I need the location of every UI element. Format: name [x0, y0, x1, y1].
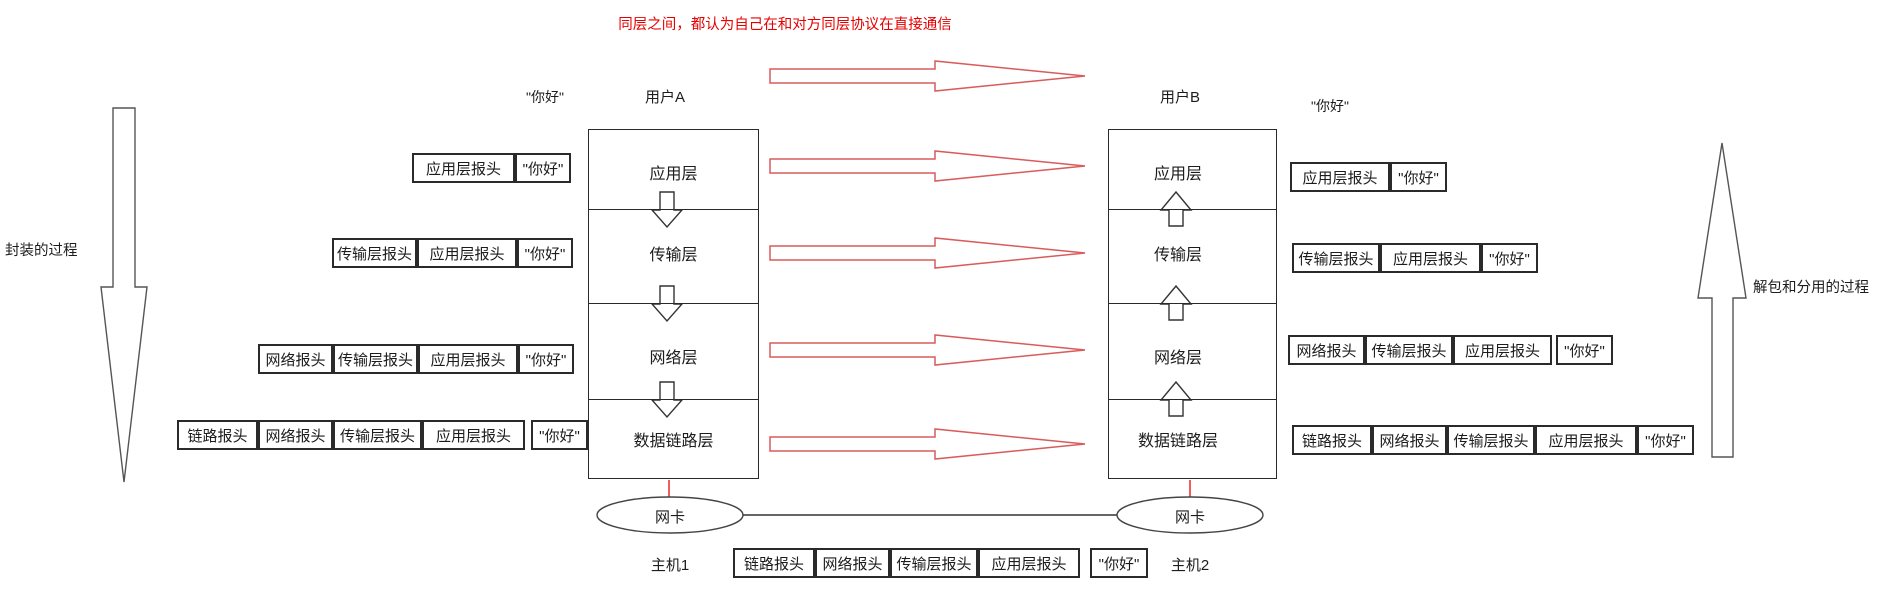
nic-label-left: 网卡 — [654, 509, 685, 526]
payload-box: "你好" — [1556, 335, 1613, 365]
layer-divider — [1109, 209, 1276, 210]
app-header-box: 应用层报头 — [978, 548, 1080, 578]
peer-communication-arrow-icon — [769, 428, 1086, 460]
layer-label-transport-right: 传输层 — [1153, 247, 1202, 264]
transport-header-box: 传输层报头 — [332, 238, 417, 268]
network-header-box: 网络报头 — [1288, 335, 1365, 365]
layer-divider — [1109, 399, 1276, 400]
layer-label-datalink-left: 数据链路层 — [633, 433, 714, 450]
payload-box: "你好" — [1637, 425, 1694, 455]
payload-box: "你好" — [531, 420, 588, 450]
layer-label-application-left: 应用层 — [649, 166, 698, 183]
payload-label-left: "你好" — [526, 89, 564, 105]
host2-label: 主机2 — [1170, 557, 1210, 574]
network-header-box: 网络报头 — [815, 548, 890, 578]
transport-header-box: 传输层报头 — [333, 344, 418, 374]
app-header-box: 应用层报头 — [1380, 243, 1481, 273]
host1-label: 主机1 — [650, 557, 690, 574]
layer-label-network-left: 网络层 — [649, 350, 698, 367]
layer-label-transport-left: 传输层 — [649, 247, 698, 264]
decapsulation-up-arrow-icon — [1697, 142, 1747, 458]
transport-header-box: 传输层报头 — [890, 548, 978, 578]
payload-box: "你好" — [1481, 243, 1538, 273]
protocol-stack-left — [588, 129, 759, 479]
network-header-box: 网络报头 — [258, 420, 333, 450]
peer-communication-arrow-icon — [769, 237, 1086, 269]
app-header-box: 应用层报头 — [1290, 162, 1390, 192]
app-header-box: 应用层报头 — [417, 238, 517, 268]
payload-box: "你好" — [1090, 548, 1148, 578]
payload-box: "你好" — [518, 344, 574, 374]
layer-divider — [589, 399, 758, 400]
payload-box: "你好" — [517, 238, 573, 268]
transport-header-box: 传输层报头 — [1447, 425, 1535, 455]
transport-header-box: 传输层报头 — [333, 420, 422, 450]
payload-label-right: "你好" — [1311, 98, 1349, 114]
layer-divider — [589, 303, 758, 304]
decapsulation-process-label: 解包和分用的过程 — [1753, 280, 1869, 296]
nic-label-right: 网卡 — [1174, 509, 1205, 526]
user-a-label: 用户A — [644, 89, 685, 106]
layer-label-network-right: 网络层 — [1153, 350, 1202, 367]
payload-box: "你好" — [1390, 162, 1447, 192]
layer-label-application-right: 应用层 — [1153, 166, 1202, 183]
transport-header-box: 传输层报头 — [1292, 243, 1380, 273]
app-header-box: 应用层报头 — [422, 420, 525, 450]
transport-header-box: 传输层报头 — [1365, 335, 1453, 365]
protocol-stack-right — [1108, 129, 1277, 479]
diagram-title: 同层之间，都认为自己在和对方同层协议在直接通信 — [618, 17, 952, 33]
app-header-box: 应用层报头 — [412, 153, 515, 183]
peer-communication-arrow-icon — [769, 150, 1086, 182]
app-header-box: 应用层报头 — [418, 344, 518, 374]
app-header-box: 应用层报头 — [1535, 425, 1637, 455]
link-header-box: 链路报头 — [1292, 425, 1372, 455]
peer-communication-arrow-icon — [769, 334, 1086, 366]
payload-box: "你好" — [515, 153, 571, 183]
layer-label-datalink-right: 数据链路层 — [1137, 433, 1218, 450]
network-header-box: 网络报头 — [258, 344, 333, 374]
layer-divider — [1109, 303, 1276, 304]
network-header-box: 网络报头 — [1372, 425, 1447, 455]
user-b-label: 用户B — [1159, 89, 1200, 106]
link-header-box: 链路报头 — [177, 420, 258, 450]
peer-communication-arrow-icon — [769, 60, 1086, 92]
encapsulation-process-label: 封装的过程 — [5, 243, 78, 259]
link-header-box: 链路报头 — [733, 548, 815, 578]
app-header-box: 应用层报头 — [1453, 335, 1552, 365]
encapsulation-down-arrow-icon — [100, 107, 148, 483]
layer-divider — [589, 209, 758, 210]
